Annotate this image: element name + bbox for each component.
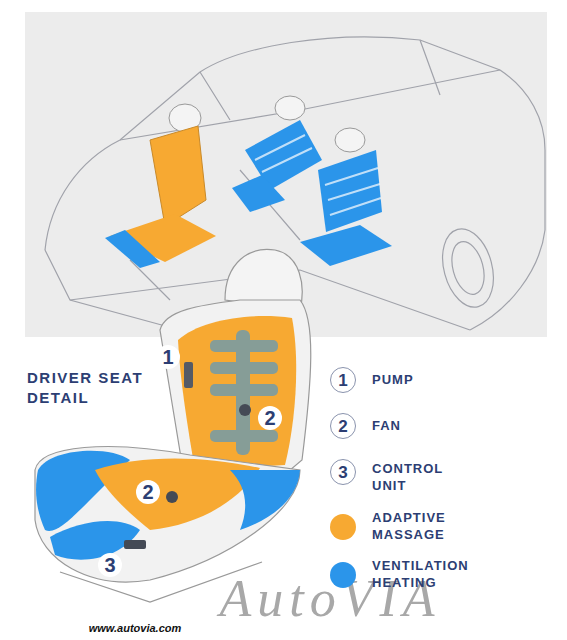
legend-number: 3 [330, 459, 356, 485]
callout-number: 1 [156, 345, 180, 369]
legend-text: VENTILATION HEATING [372, 558, 502, 592]
legend-number: 2 [330, 413, 356, 439]
callout-number: 3 [98, 553, 122, 577]
top-seats [105, 96, 392, 268]
legend-swatch [330, 514, 356, 540]
legend-text: PUMP [372, 372, 522, 389]
legend-swatch [330, 562, 356, 588]
diagram-title: DRIVER SEAT DETAIL [27, 368, 157, 409]
legend-text: CONTROL UNIT [372, 461, 462, 495]
legend-text: FAN [372, 418, 522, 435]
callout-number: 2 [136, 480, 160, 504]
watermark-url: www.autovia.com [89, 622, 182, 634]
driver-seat-detail [35, 249, 311, 602]
legend-text: ADAPTIVE MASSAGE [372, 510, 487, 544]
legend-number: 1 [330, 367, 356, 393]
callout-number: 2 [258, 406, 282, 430]
car-panel [25, 12, 547, 337]
